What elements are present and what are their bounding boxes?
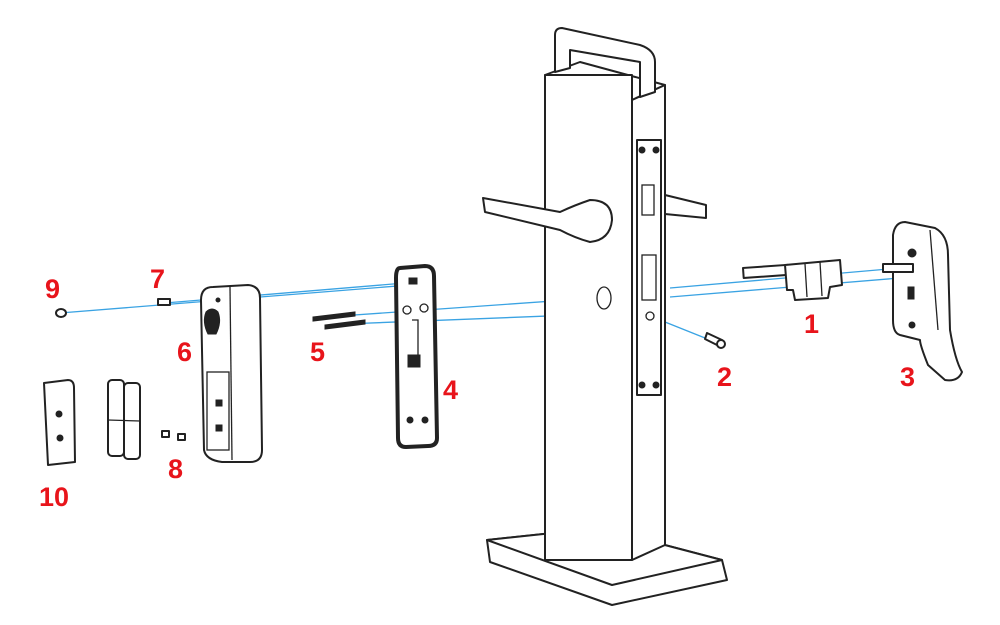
callout-8: 8 [168,454,183,484]
callout-1: 1 [804,309,819,339]
part-9-nut [55,308,67,318]
part-10-cover [43,379,76,466]
callout-10: 10 [39,482,69,512]
callout-labels: 1 2 3 4 5 6 7 8 9 10 [39,264,915,512]
part-1-cylinder [742,259,843,301]
callout-3: 3 [900,362,915,392]
callout-6: 6 [177,337,192,367]
axis-line [669,277,901,298]
callout-4: 4 [443,375,458,405]
part-3-inner-unit [882,221,963,382]
part-8-screws [161,430,186,441]
part-7-screw [157,298,171,306]
callout-7: 7 [150,264,165,294]
part-6-outer-unit [200,284,263,463]
axis-line [669,267,901,289]
part-4-mounting-plate [394,264,439,449]
part-5-screws [312,311,366,330]
part-2-screw [704,332,726,349]
callout-9: 9 [45,274,60,304]
callout-2: 2 [717,362,732,392]
batteries [107,379,141,460]
callout-5: 5 [310,337,325,367]
door-frame [482,27,728,606]
alignment-lines [59,267,901,343]
